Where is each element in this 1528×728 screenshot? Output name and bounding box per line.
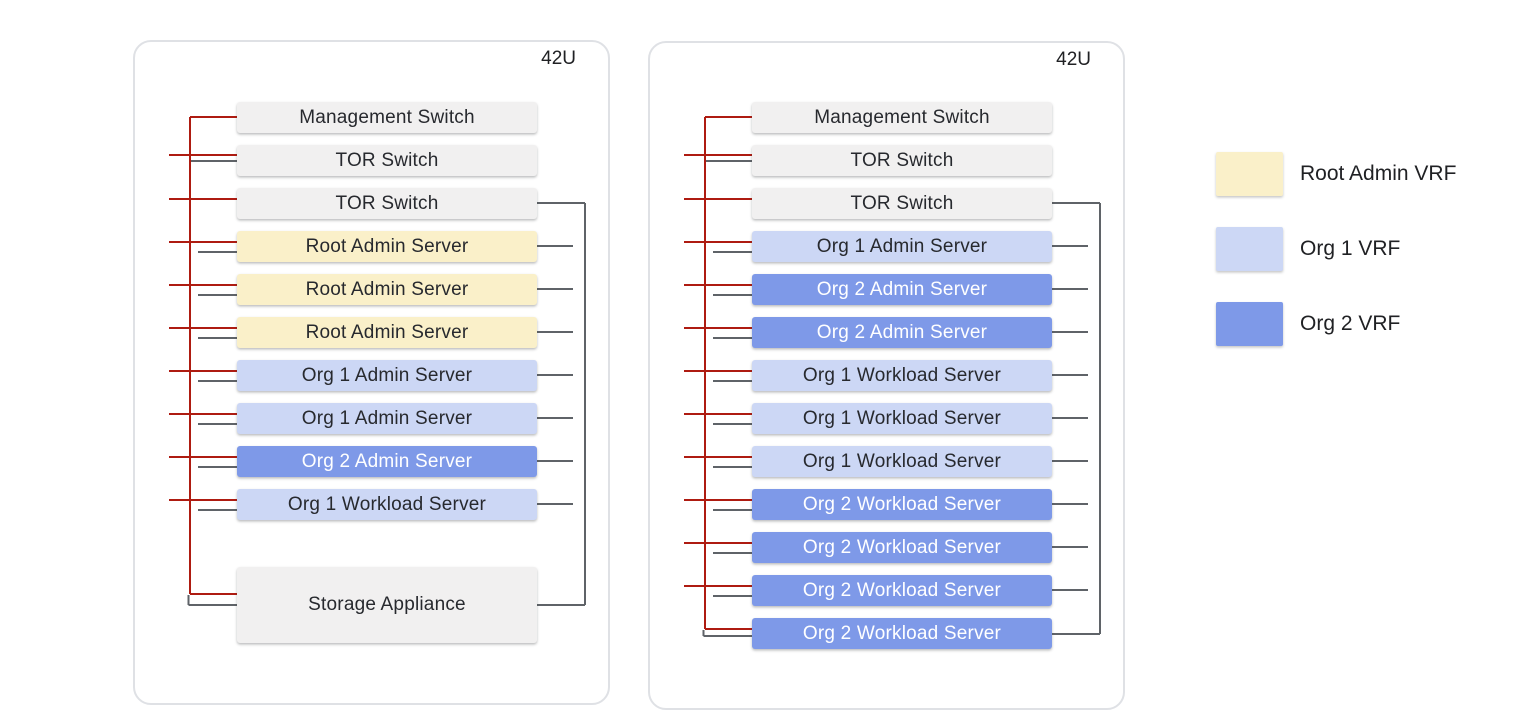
rack-box-switch: TOR Switch bbox=[752, 145, 1052, 176]
rack-box-org2: Org 2 Workload Server bbox=[752, 489, 1052, 520]
rack-box-org2: Org 2 Admin Server bbox=[237, 446, 537, 477]
rack-box-org2: Org 2 Workload Server bbox=[752, 618, 1052, 649]
rack-box-switch: TOR Switch bbox=[237, 145, 537, 176]
rack-box-switch: TOR Switch bbox=[237, 188, 537, 219]
rack-box-switch: Management Switch bbox=[752, 102, 1052, 133]
rack-size-label: 42U bbox=[541, 48, 576, 69]
rack-box-org2: Org 2 Admin Server bbox=[752, 317, 1052, 348]
rack-size-label: 42U bbox=[1056, 49, 1091, 70]
rack-box-org2: Org 2 Workload Server bbox=[752, 532, 1052, 563]
legend-item-root-admin-vrf: Root Admin VRF bbox=[1216, 152, 1456, 196]
rack-connectors bbox=[169, 116, 586, 606]
rack-box-org1: Org 1 Admin Server bbox=[752, 231, 1052, 262]
rack-box-switch: Management Switch bbox=[237, 102, 537, 133]
rack-box-org2: Org 2 Admin Server bbox=[752, 274, 1052, 305]
rack-box-org1: Org 1 Workload Server bbox=[237, 489, 537, 520]
rack-box-org1: Org 1 Workload Server bbox=[752, 403, 1052, 434]
rack-box-org1: Org 1 Admin Server bbox=[237, 403, 537, 434]
rack-box-root-admin: Root Admin Server bbox=[237, 317, 537, 348]
rack-box-switch: TOR Switch bbox=[752, 188, 1052, 219]
rack-box-root-admin: Root Admin Server bbox=[237, 231, 537, 262]
rack-box-storage: Storage Appliance bbox=[237, 567, 537, 643]
rack-box-org2: Org 2 Workload Server bbox=[752, 575, 1052, 606]
rack-box-root-admin: Root Admin Server bbox=[237, 274, 537, 305]
rack-box-org1: Org 1 Workload Server bbox=[752, 446, 1052, 477]
legend-swatch-root-admin bbox=[1216, 152, 1283, 196]
rack-connectors bbox=[684, 116, 1101, 637]
legend-swatch-org1 bbox=[1216, 227, 1283, 271]
legend-label: Root Admin VRF bbox=[1300, 162, 1457, 185]
legend-label: Org 2 VRF bbox=[1300, 312, 1401, 335]
legend-label: Org 1 VRF bbox=[1300, 237, 1401, 260]
legend-item-org2-vrf: Org 2 VRF bbox=[1216, 302, 1400, 346]
rack-box-org1: Org 1 Workload Server bbox=[752, 360, 1052, 391]
rack-box-org1: Org 1 Admin Server bbox=[237, 360, 537, 391]
legend-item-org1-vrf: Org 1 VRF bbox=[1216, 227, 1400, 271]
legend-swatch-org2 bbox=[1216, 302, 1283, 346]
